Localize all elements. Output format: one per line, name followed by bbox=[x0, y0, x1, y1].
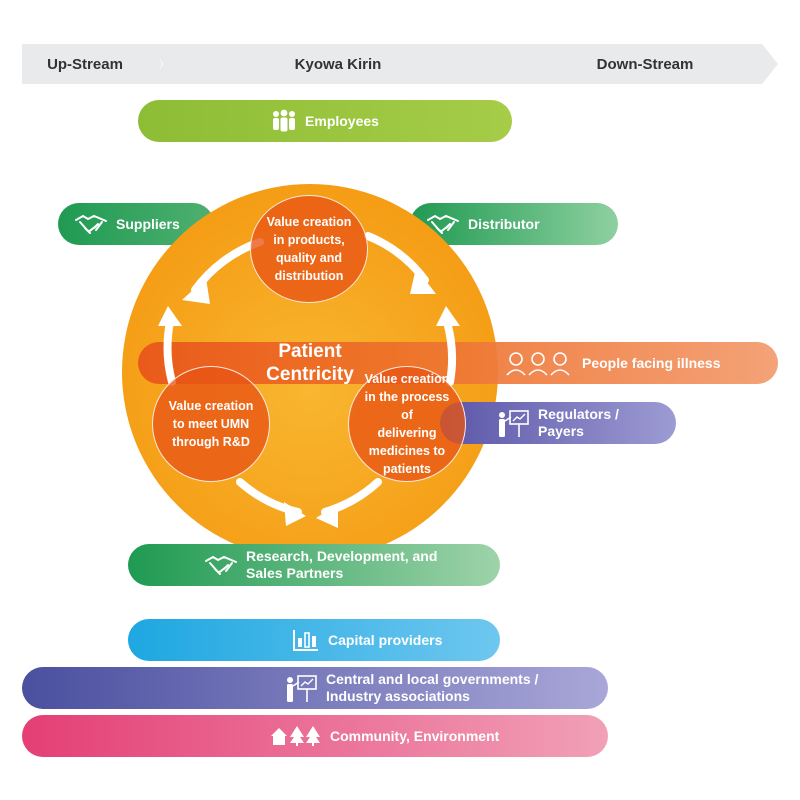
company-stage: Kyowa Kirin bbox=[148, 44, 528, 84]
vc-right-line: medicines to bbox=[368, 444, 446, 458]
upstream-label: Up-Stream bbox=[47, 55, 123, 73]
community-environment-label: Community, Environment bbox=[330, 727, 500, 744]
gov-line-2: Industry associations bbox=[326, 688, 470, 704]
gov-line-1: Central and local governments / bbox=[326, 671, 539, 687]
company-label: Kyowa Kirin bbox=[294, 55, 382, 73]
capital-providers-label: Capital providers bbox=[328, 631, 443, 648]
people-facing-illness-pill: People facing illness bbox=[138, 342, 778, 384]
downstream-stage: Down-Stream bbox=[512, 44, 778, 84]
value-creation-delivery-circle: Value creation in the process of deliver… bbox=[348, 366, 466, 482]
employees-pill: Employees bbox=[138, 100, 512, 142]
distributor-pill: Distributor bbox=[410, 203, 618, 245]
handshake-icon bbox=[426, 212, 460, 236]
vc-top-line: in products, bbox=[273, 233, 345, 247]
rd-line-2: Sales Partners bbox=[246, 565, 344, 581]
upstream-stage: Up-Stream bbox=[22, 44, 162, 84]
rd-line-1: Research, Development, and bbox=[246, 548, 438, 564]
community-environment-pill: Community, Environment bbox=[22, 715, 608, 757]
governments-label: Central and local governments / Industry… bbox=[326, 671, 538, 705]
patient-centricity-title: Patient Centricity bbox=[240, 340, 380, 386]
regulators-payers-label: Regulators / Payers bbox=[538, 406, 619, 440]
governments-pill: Central and local governments / Industry… bbox=[22, 667, 608, 709]
vc-right-line: Value creation bbox=[364, 372, 450, 386]
people-facing-illness-label: People facing illness bbox=[582, 354, 721, 371]
patients-icon bbox=[506, 350, 570, 376]
distributor-label: Distributor bbox=[468, 215, 540, 232]
center-line-1: Patient bbox=[278, 341, 342, 362]
suppliers-label: Suppliers bbox=[116, 215, 180, 232]
regulators-payers-pill: Regulators / Payers bbox=[440, 402, 676, 444]
vc-left-line: through R&D bbox=[172, 435, 250, 449]
regulators-line: Regulators / bbox=[538, 406, 619, 422]
value-creation-rnd-circle: Value creation to meet UMN through R&D bbox=[152, 366, 270, 482]
downstream-label: Down-Stream bbox=[596, 55, 694, 73]
employees-label: Employees bbox=[305, 112, 379, 129]
value-creation-products-circle: Value creation in products, quality and … bbox=[250, 195, 368, 303]
rd-sales-partners-pill: Research, Development, and Sales Partner… bbox=[128, 544, 500, 586]
center-line-2: Centricity bbox=[266, 364, 354, 385]
suppliers-pill: Suppliers bbox=[58, 203, 214, 245]
rd-sales-partners-label: Research, Development, and Sales Partner… bbox=[246, 548, 437, 582]
vc-right-line: patients bbox=[383, 462, 431, 476]
vc-left-line: to meet UMN bbox=[172, 417, 250, 431]
vc-right-line: delivering bbox=[377, 426, 437, 440]
presenter-icon bbox=[496, 408, 530, 438]
houses-trees-icon bbox=[270, 725, 322, 747]
payers-line: Payers bbox=[538, 423, 584, 439]
vc-left-line: Value creation bbox=[168, 399, 254, 413]
chart-icon bbox=[292, 628, 320, 652]
vc-right-line: in the process of bbox=[364, 390, 450, 422]
presenter-icon bbox=[284, 673, 318, 703]
handshake-icon bbox=[204, 553, 238, 577]
handshake-icon bbox=[74, 212, 108, 236]
people-group-icon bbox=[271, 109, 297, 133]
vc-top-line: distribution bbox=[274, 269, 344, 283]
vc-top-line: Value creation bbox=[266, 215, 352, 229]
capital-providers-pill: Capital providers bbox=[128, 619, 500, 661]
vc-top-line: quality and bbox=[276, 251, 342, 265]
